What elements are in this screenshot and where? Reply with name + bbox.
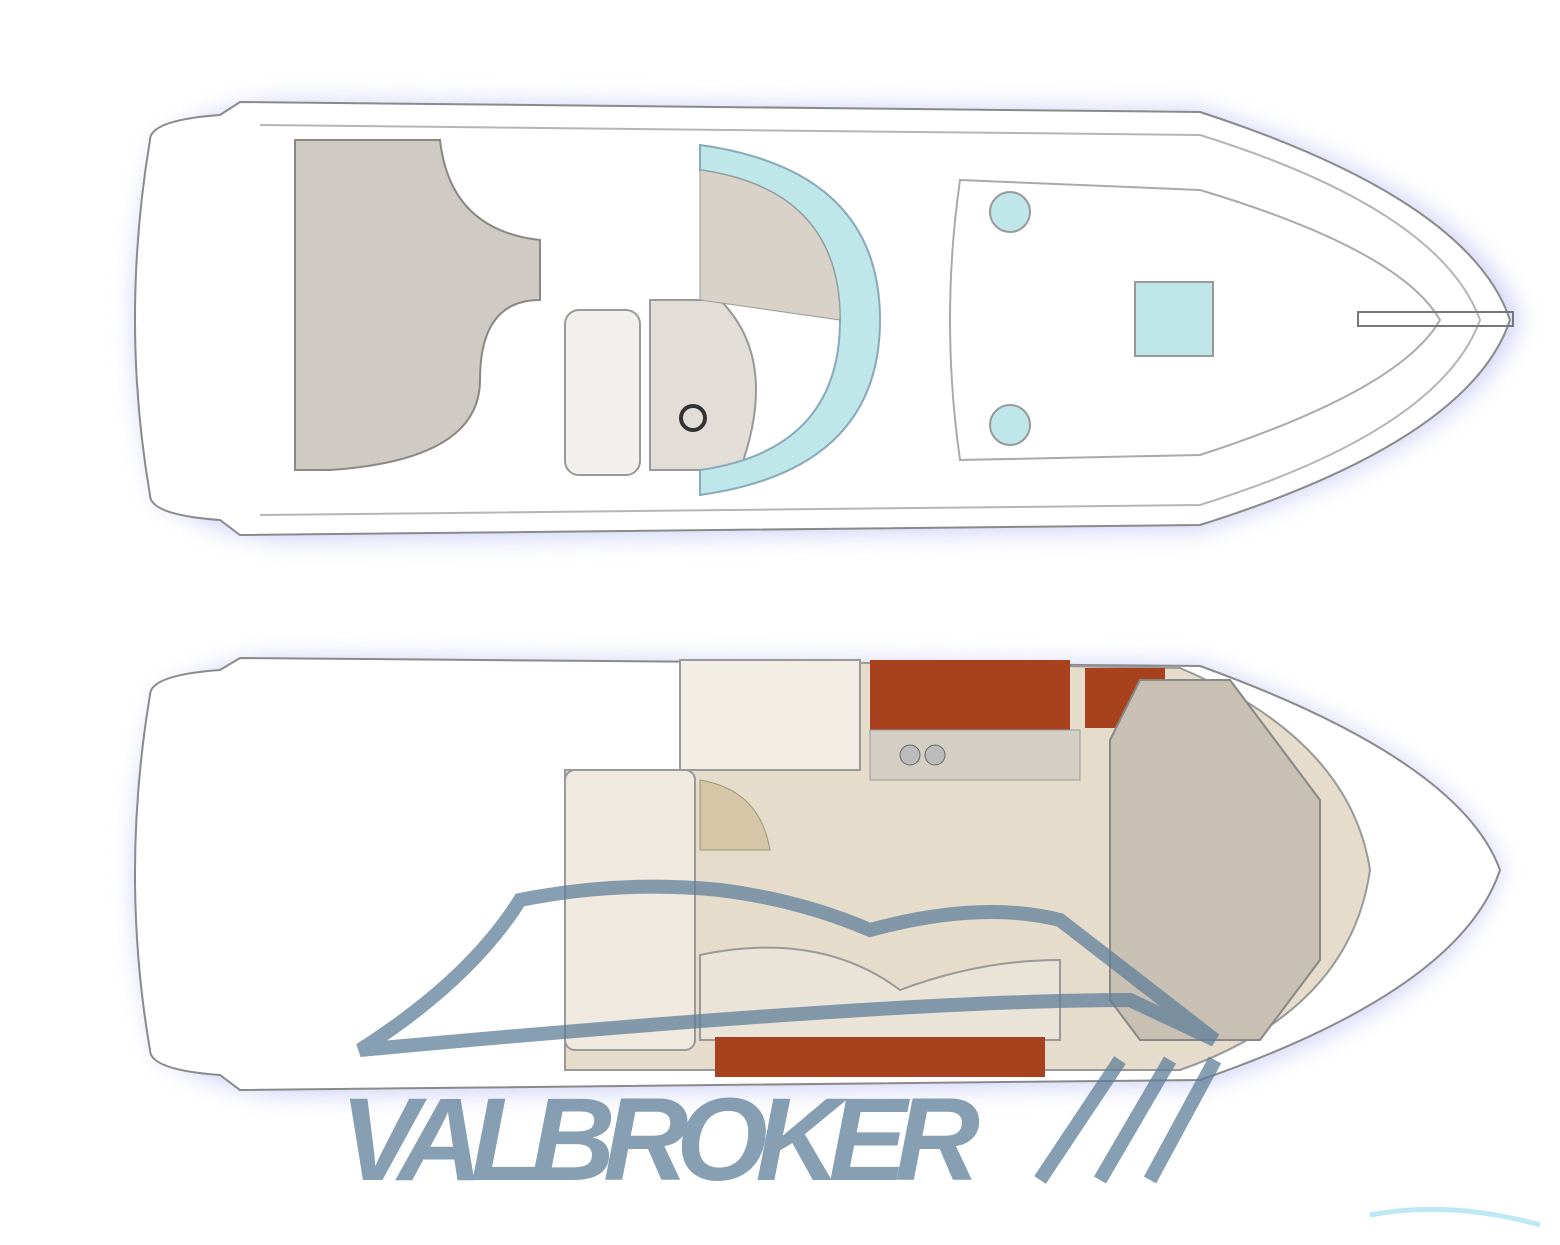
companion-stairs	[699, 779, 771, 851]
foredeck-outline	[949, 178, 1442, 462]
wood-trim	[715, 1037, 1045, 1077]
steering-wheel-icon	[679, 404, 707, 432]
forward-hatch	[1134, 281, 1214, 357]
logo-boat-swoosh	[356, 879, 1220, 1057]
watermark-text: VALBROKER	[340, 1074, 980, 1206]
deck-line	[259, 124, 1482, 516]
hull-outline	[134, 100, 1512, 537]
dinette-seat	[564, 769, 696, 1051]
cabin-plan-view	[134, 656, 1502, 1095]
stove-icon	[924, 744, 946, 766]
companionway	[699, 169, 841, 321]
hatch-starboard-icon	[989, 404, 1031, 446]
hatch-port-icon	[989, 191, 1031, 233]
stove-icon	[899, 744, 921, 766]
galley-cabinet	[870, 660, 1070, 730]
v-berth	[1109, 679, 1321, 1041]
head-compartment	[679, 659, 861, 771]
cockpit-seating	[294, 139, 541, 471]
anchor-windlass	[1357, 311, 1514, 327]
corner-watermark-swoosh	[1369, 1206, 1541, 1228]
logo-wave-marks	[1034, 1056, 1222, 1184]
helm-seat	[564, 309, 641, 476]
helm-console	[649, 299, 757, 471]
deck-plan-view	[134, 100, 1520, 541]
valbroker-logo: VALBROKER	[340, 879, 1222, 1206]
